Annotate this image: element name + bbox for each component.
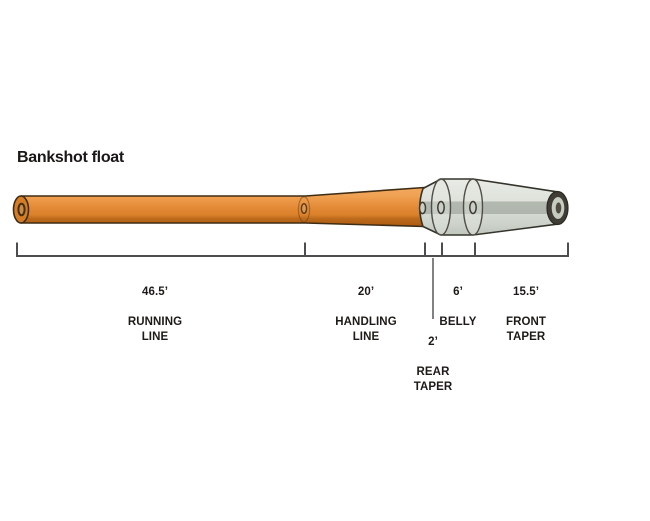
core-stripe <box>421 201 551 214</box>
rear-taper-core-dot <box>418 201 427 215</box>
diagram-title: Bankshot float <box>17 149 124 166</box>
label-running-line: 46.5’ RUNNING LINE <box>128 270 182 360</box>
running-line-length: 46.5’ <box>141 286 169 298</box>
handling-line-length: 20’ <box>357 286 375 298</box>
joint-ring <box>297 196 311 223</box>
front-taper-length: 15.5’ <box>512 286 540 298</box>
rear-taper-length: 2’ <box>428 336 438 348</box>
label-belly: 6’ BELLY <box>439 270 476 345</box>
tip-core-hole <box>555 202 562 214</box>
belly-left-core-dot <box>437 200 445 215</box>
belly-right-core-dot <box>469 200 477 215</box>
belly-name: BELLY <box>439 316 477 328</box>
orange-line-body <box>12 186 426 228</box>
running-and-handling-line-shape <box>20 186 426 228</box>
rear-taper-name: REAR TAPER <box>413 366 453 393</box>
running-line-name: RUNNING LINE <box>127 316 183 343</box>
label-rear-taper: 2’ REAR TAPER <box>414 320 453 410</box>
gray-head-body <box>418 178 569 236</box>
label-handling-line: 20’ HANDLING LINE <box>335 270 397 360</box>
label-front-taper: 15.5’ FRONT TAPER <box>506 270 546 360</box>
joint-core-dot <box>300 202 308 214</box>
line-end-core-hole <box>17 202 26 217</box>
handling-line-name: HANDLING LINE <box>335 316 397 343</box>
front-taper-name: FRONT TAPER <box>505 316 547 343</box>
belly-length: 6’ <box>453 286 463 298</box>
measurement-scale <box>16 242 569 319</box>
